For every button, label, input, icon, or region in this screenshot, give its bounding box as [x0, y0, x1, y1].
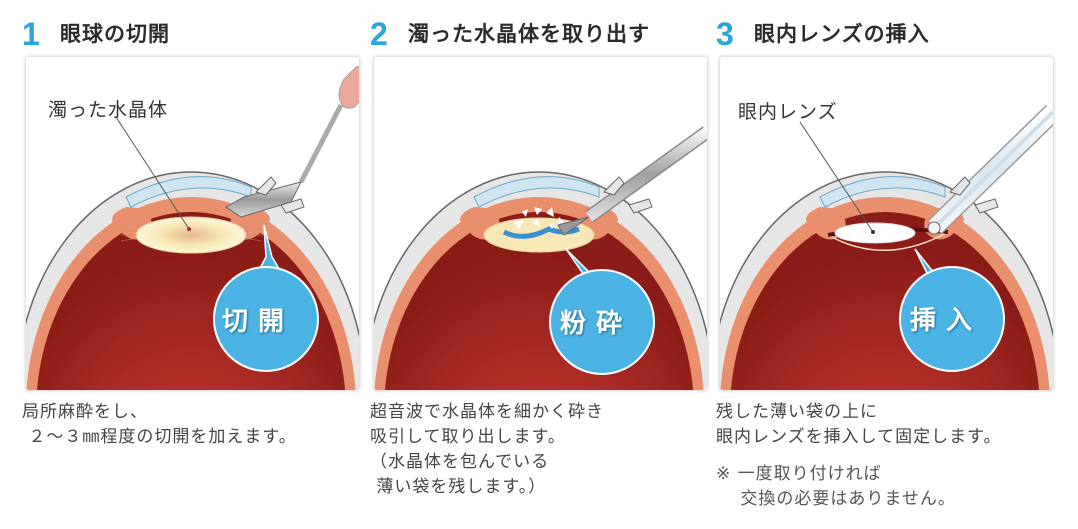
step-2: 2 濁った水晶体を取り出す: [370, 0, 715, 529]
step-3: 3 眼内レンズの挿入: [716, 0, 1061, 529]
step-title: 眼内レンズの挿入: [754, 22, 930, 46]
step-1: 1 眼球の切開: [22, 0, 367, 529]
bubble-label: 切開: [222, 307, 295, 337]
step-title: 濁った水晶体を取り出す: [408, 22, 650, 46]
eye-cross-section-illustration: [26, 66, 359, 390]
illustration-panel: 粉砕: [374, 57, 707, 390]
step-number: 2: [370, 16, 388, 52]
eye-cross-section-illustration: [374, 126, 707, 390]
step-title: 眼球の切開: [60, 22, 170, 46]
bubble-label: 挿入: [910, 306, 983, 336]
illustration-panel: 眼内レンズ 挿入: [720, 57, 1053, 390]
step-description: 残した薄い袋の上に 眼内レンズを挿入して固定します。: [716, 402, 1002, 447]
step-header: 1 眼球の切開: [22, 16, 170, 52]
callout-label: 濁った水晶体: [48, 99, 169, 121]
step-header: 3 眼内レンズの挿入: [716, 16, 930, 52]
step-note: ※ 一度取り付ければ 交換の必要はありません。: [716, 464, 956, 509]
step-description: 超音波で水晶体を細かく砕き 吸引して取り出します。 （水晶体を包んでいる 薄い袋…: [370, 402, 604, 497]
illustration-panel: 濁った水晶体 切開: [26, 57, 359, 390]
bubble-label: 粉砕: [560, 309, 633, 339]
step-description: 局所麻酔をし、 ２～３㎜程度の切開を加えます。: [22, 402, 297, 447]
callout-label: 眼内レンズ: [738, 101, 838, 123]
step-header: 2 濁った水晶体を取り出す: [370, 16, 650, 52]
step-number: 1: [22, 16, 40, 52]
step-number: 3: [716, 16, 734, 52]
eye-cross-section-illustration: [720, 104, 1053, 390]
